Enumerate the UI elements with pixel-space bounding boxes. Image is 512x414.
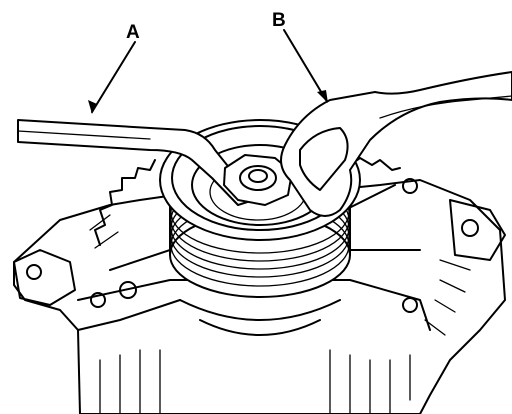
leader-line-b [283, 29, 327, 101]
mount-hole-left-icon [26, 264, 42, 280]
label-b: B [272, 10, 286, 31]
arrow-head-a-icon [88, 100, 97, 114]
arrow-head-b-icon [317, 90, 328, 103]
flange-bolt-hole-icon [402, 297, 418, 313]
flange-bolt-hole-icon [90, 292, 106, 308]
leader-line-a [91, 41, 136, 113]
flange-bolt-hole-icon [119, 281, 137, 299]
flange-bolt-hole-icon [402, 178, 418, 194]
wrench-b [280, 71, 512, 217]
callout-b: B [272, 10, 328, 103]
label-a: A [126, 22, 140, 43]
callout-a: A [88, 22, 140, 114]
pulley-nut [223, 154, 293, 206]
mount-hole-right-icon [461, 219, 479, 237]
